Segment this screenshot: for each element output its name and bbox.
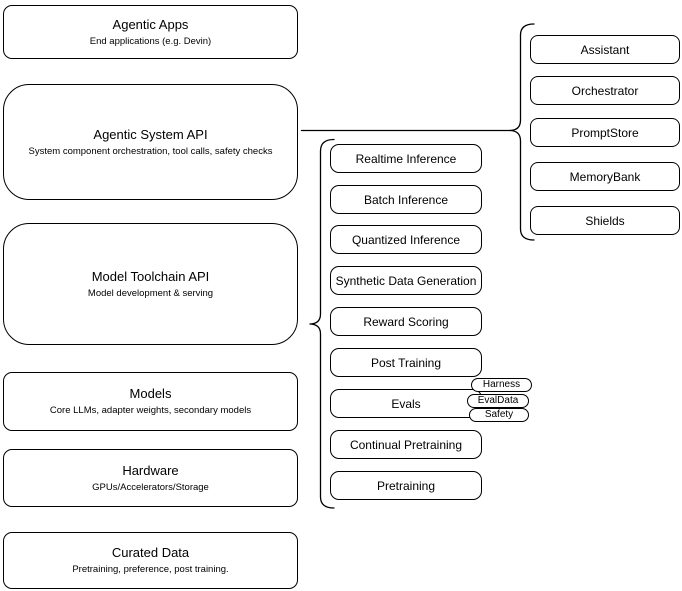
box-model-toolchain-api: Model Toolchain API Model development & … — [3, 223, 298, 345]
tag-harness: Harness — [471, 378, 532, 392]
box-title: Curated Data — [111, 545, 190, 560]
box-subtitle: Core LLMs, adapter weights, secondary mo… — [49, 405, 252, 416]
box-agentic-system-api: Agentic System API System component orch… — [3, 84, 298, 200]
box-subtitle: System component orchestration, tool cal… — [28, 145, 273, 157]
node-shields: Shields — [530, 206, 680, 235]
box-models: Models Core LLMs, adapter weights, secon… — [3, 372, 298, 431]
box-title: Agentic System API — [93, 126, 208, 142]
node-pretraining: Pretraining — [330, 471, 482, 500]
node-evals: Evals — [330, 389, 482, 418]
node-realtime-inference: Realtime Inference — [330, 144, 482, 173]
node-assistant: Assistant — [530, 35, 680, 64]
box-title: Hardware — [122, 462, 179, 478]
tag-evaldata: EvalData — [467, 394, 529, 408]
box-subtitle: Model development & serving — [87, 287, 214, 299]
node-orchestrator: Orchestrator — [530, 76, 680, 105]
box-title: Model Toolchain API — [91, 268, 210, 284]
box-title: Models — [129, 386, 172, 401]
node-continual-pretraining: Continual Pretraining — [330, 430, 482, 459]
node-promptstore: PromptStore — [530, 118, 680, 147]
box-agentic-apps: Agentic Apps End applications (e.g. Devi… — [3, 5, 298, 59]
box-subtitle: Pretraining, preference, post training. — [72, 564, 229, 575]
box-title: Agentic Apps — [112, 16, 189, 32]
box-curated-data: Curated Data Pretraining, preference, po… — [3, 532, 298, 589]
node-synthetic-data-generation: Synthetic Data Generation — [330, 266, 482, 295]
node-batch-inference: Batch Inference — [330, 185, 482, 214]
tag-safety: Safety — [469, 408, 529, 422]
node-post-training: Post Training — [330, 348, 482, 377]
box-subtitle: GPUs/Accelerators/Storage — [92, 481, 209, 493]
box-subtitle: End applications (e.g. Devin) — [89, 35, 212, 47]
node-quantized-inference: Quantized Inference — [330, 225, 482, 254]
box-hardware: Hardware GPUs/Accelerators/Storage — [3, 449, 298, 507]
node-memorybank: MemoryBank — [530, 162, 680, 191]
node-reward-scoring: Reward Scoring — [330, 307, 482, 336]
